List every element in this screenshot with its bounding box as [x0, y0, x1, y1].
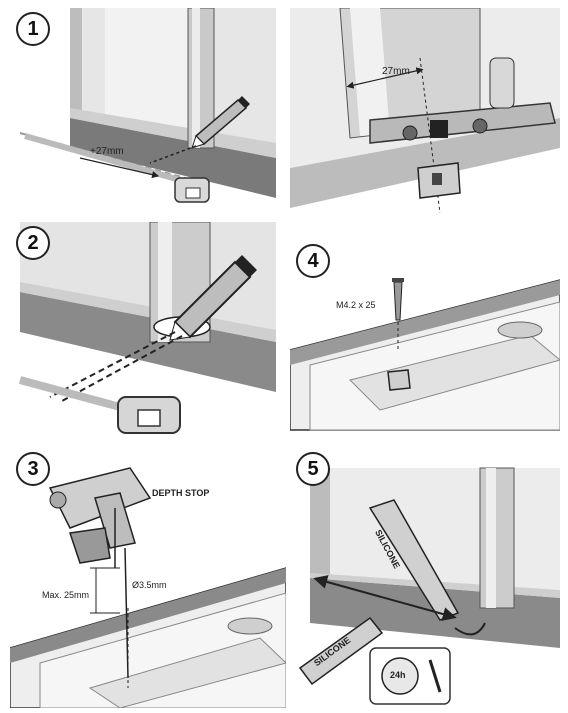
step-3-illustration: [10, 448, 286, 708]
step-number: 5: [307, 457, 319, 480]
step-1-panel: 1 +27mm: [10, 8, 276, 218]
step-4-illustration: [290, 240, 560, 440]
step-2-illustration: [10, 222, 276, 440]
step-1-detail-panel: 27mm: [290, 8, 560, 218]
step-number: 1: [27, 17, 39, 40]
step-number-badge: 5: [296, 452, 330, 486]
screw-size-label: M4.2 x 25: [336, 300, 376, 310]
depth-stop-label: DEPTH STOP: [152, 488, 210, 498]
max-depth-label: Max. 25mm: [42, 590, 90, 600]
step-number-badge: 4: [296, 244, 330, 278]
step-number-badge: 2: [16, 226, 50, 260]
step-1-detail-illustration: [290, 8, 560, 218]
measure-label: +27mm: [90, 146, 124, 157]
cure-time-label: 24h: [390, 670, 406, 680]
step-2-panel: 2: [10, 222, 276, 440]
step-1-illustration: [10, 8, 276, 218]
step-number-badge: 1: [16, 12, 50, 46]
step-3-panel: 3 DEPTH STOP Max. 25mm Ø3.5mm: [10, 448, 286, 708]
step-number: 4: [307, 249, 319, 272]
step-5-illustration: [290, 448, 560, 708]
drill-size-label: Ø3.5mm: [132, 580, 167, 590]
step-number: 2: [27, 231, 39, 254]
step-number: 3: [27, 457, 39, 480]
step-number-badge: 3: [16, 452, 50, 486]
detail-measure-label: 27mm: [382, 66, 410, 77]
step-5-panel: 5 SILICONE SILICONE 24h: [290, 448, 560, 708]
step-4-panel: 4 M4.2 x 25: [290, 240, 560, 440]
